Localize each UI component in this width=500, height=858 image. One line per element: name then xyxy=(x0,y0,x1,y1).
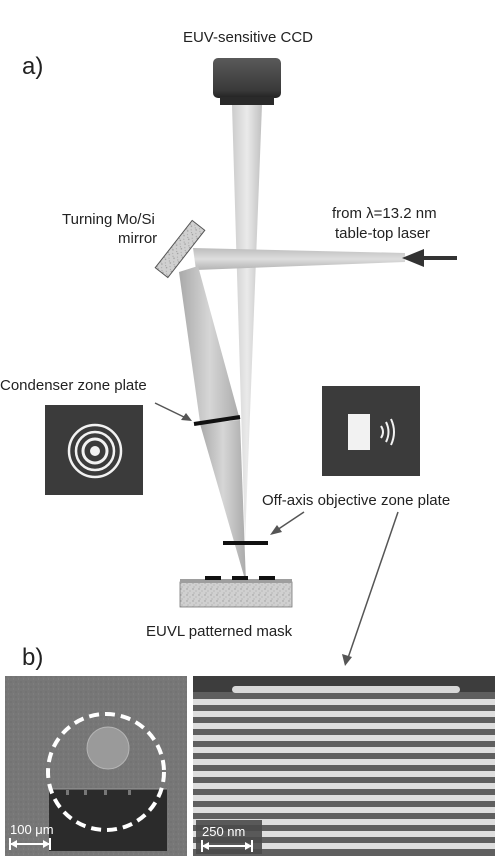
pointer-arrow xyxy=(342,654,352,666)
ccd-label: EUV-sensitive CCD xyxy=(183,29,313,46)
panel-a-label: a) xyxy=(22,53,43,80)
beam-from-laser xyxy=(193,248,405,270)
mask-label: EUVL patterned mask xyxy=(146,623,293,640)
laser-label-line1: from λ=13.2 nm xyxy=(332,205,437,222)
objective-inset xyxy=(322,386,420,476)
turning-mirror xyxy=(154,219,206,279)
sem-image-left xyxy=(5,676,187,856)
laser-arrow xyxy=(402,249,457,267)
euvl-mask xyxy=(179,576,293,608)
condenser-inset xyxy=(45,405,143,495)
mirror-label-line1: Turning Mo/Si xyxy=(62,211,155,228)
scale-label-left: 100 μm xyxy=(10,822,54,837)
beam-to-ccd xyxy=(232,105,262,543)
objective-leader-line xyxy=(276,511,305,531)
condenser-leader-line xyxy=(154,402,187,419)
objective-leader-arrow xyxy=(270,525,282,535)
scale-bar-left xyxy=(9,838,51,850)
line-pattern xyxy=(193,699,495,849)
laser-label-line2: table-top laser xyxy=(335,225,430,242)
condenser-zone-plate xyxy=(193,415,241,426)
panel-b-label: b) xyxy=(22,644,43,671)
pointer-line xyxy=(347,511,399,659)
condenser-label: Condenser zone plate xyxy=(0,377,147,394)
ccd-detector xyxy=(213,58,281,105)
objective-label: Off-axis objective zone plate xyxy=(262,492,450,509)
beam-mirror-to-condenser xyxy=(179,266,240,422)
sem-image-right xyxy=(193,676,495,856)
scale-label-right: 250 nm xyxy=(202,824,245,839)
scale-bar-right xyxy=(201,840,253,852)
mirror-label-line2: mirror xyxy=(118,230,157,247)
beam-condenser-to-sample xyxy=(200,420,246,583)
condenser-leader-arrow xyxy=(181,413,192,421)
